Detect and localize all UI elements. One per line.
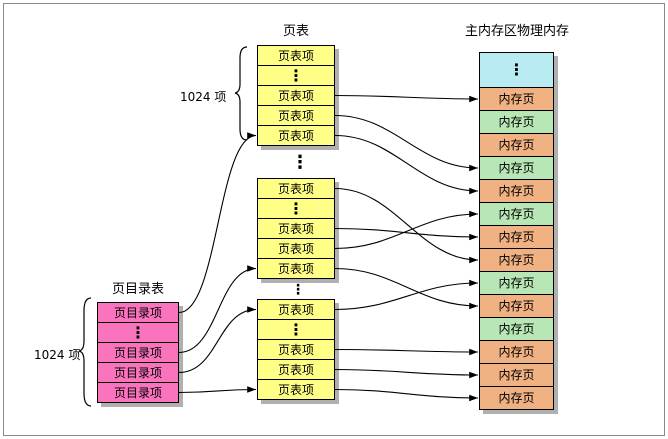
memory-page-row: 内存页 [479, 179, 554, 203]
page-table-entry: 页表项 [257, 125, 335, 146]
page-table-entry: 页表项 [257, 339, 335, 360]
page-table-entry: 页表项 [257, 379, 335, 400]
directory-entry-ellipsis: ⋮ [97, 322, 179, 343]
physical-memory-column: ⋮内存页内存页内存页内存页内存页内存页内存页内存页内存页内存页内存页内存页内存页… [479, 52, 554, 410]
page-table-entry: 页表项 [257, 178, 335, 199]
page-table-entry: 页表项 [257, 105, 335, 126]
page-table-block-1: 页表项⋮页表项页表项页表项 [257, 45, 335, 146]
brace-mid [234, 46, 248, 141]
memory-page-row: 内存页 [479, 87, 554, 111]
memory-page-row: 内存页 [479, 271, 554, 295]
directory-entry: 页目录项 [97, 362, 179, 383]
vertical-ellipsis: ⋮ [291, 152, 309, 173]
memory-page-row: 内存页 [479, 317, 554, 341]
page-table-entry: 页表项 [257, 299, 335, 320]
memory-page-row: 内存页 [479, 340, 554, 364]
page-table-entry: 页表项 [257, 238, 335, 259]
page-table-entry-ellipsis: ⋮ [257, 319, 335, 340]
memory-page-row: 内存页 [479, 386, 554, 410]
page-table-block-3: 页表项⋮页表项页表项页表项 [257, 299, 335, 400]
memory-page-row: 内存页 [479, 133, 554, 157]
page-table-entry-ellipsis: ⋮ [257, 65, 335, 86]
brace-left [78, 297, 92, 407]
directory-entry: 页目录项 [97, 302, 179, 323]
directory-entry: 页目录项 [97, 382, 179, 403]
page-table-entry: 页表项 [257, 45, 335, 66]
directory-entry: 页目录项 [97, 342, 179, 363]
memory-page-row: 内存页 [479, 202, 554, 226]
vertical-ellipsis: ⋮ [291, 282, 305, 298]
pagetable-count-label: 1024 项 [180, 90, 227, 104]
memory-page-row: 内存页 [479, 156, 554, 180]
memory-page-row: 内存页 [479, 225, 554, 249]
page-table-block-2: 页表项⋮页表项页表项页表项 [257, 178, 335, 279]
memory-page-row: 内存页 [479, 248, 554, 272]
directory-count-label: 1024 项 [34, 348, 81, 362]
page-table-entry: 页表项 [257, 85, 335, 106]
page-directory-title: 页目录表 [111, 282, 164, 297]
memory-page-row: 内存页 [479, 363, 554, 387]
page-table-entry: 页表项 [257, 218, 335, 239]
page-directory-table: 页目录项⋮页目录项页目录项页目录项 [97, 302, 179, 403]
physical-memory-title: 主内存区物理内存 [464, 24, 569, 39]
page-table-entry: 页表项 [257, 258, 335, 279]
memory-page-row-ellipsis: ⋮ [479, 52, 554, 88]
memory-page-row: 内存页 [479, 294, 554, 318]
frame-border [3, 3, 665, 436]
page-table-entry-ellipsis: ⋮ [257, 198, 335, 219]
page-table-entry: 页表项 [257, 359, 335, 380]
page-table-title: 页表 [282, 24, 309, 39]
memory-page-row: 内存页 [479, 110, 554, 134]
